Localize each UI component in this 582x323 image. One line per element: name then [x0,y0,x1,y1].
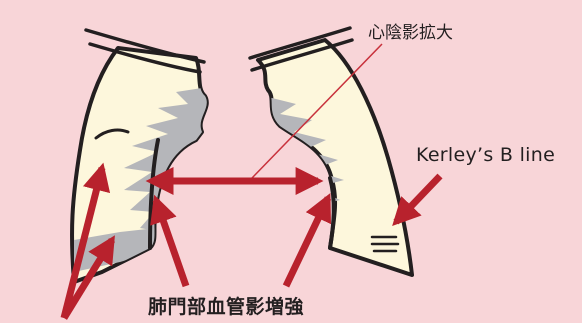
right-lung [258,40,412,275]
hilar-arrow-left [156,200,186,286]
cardiomegaly-label: 心陰影拡大 [368,18,453,43]
hilar-vascular-label: 肺門部血管影増強 [148,292,304,319]
hilar-arrow-right [286,198,328,286]
kerley-b-line-label: Kerley’s B line [416,144,555,166]
left-lung [72,48,214,282]
kerley-arrow [396,176,440,222]
